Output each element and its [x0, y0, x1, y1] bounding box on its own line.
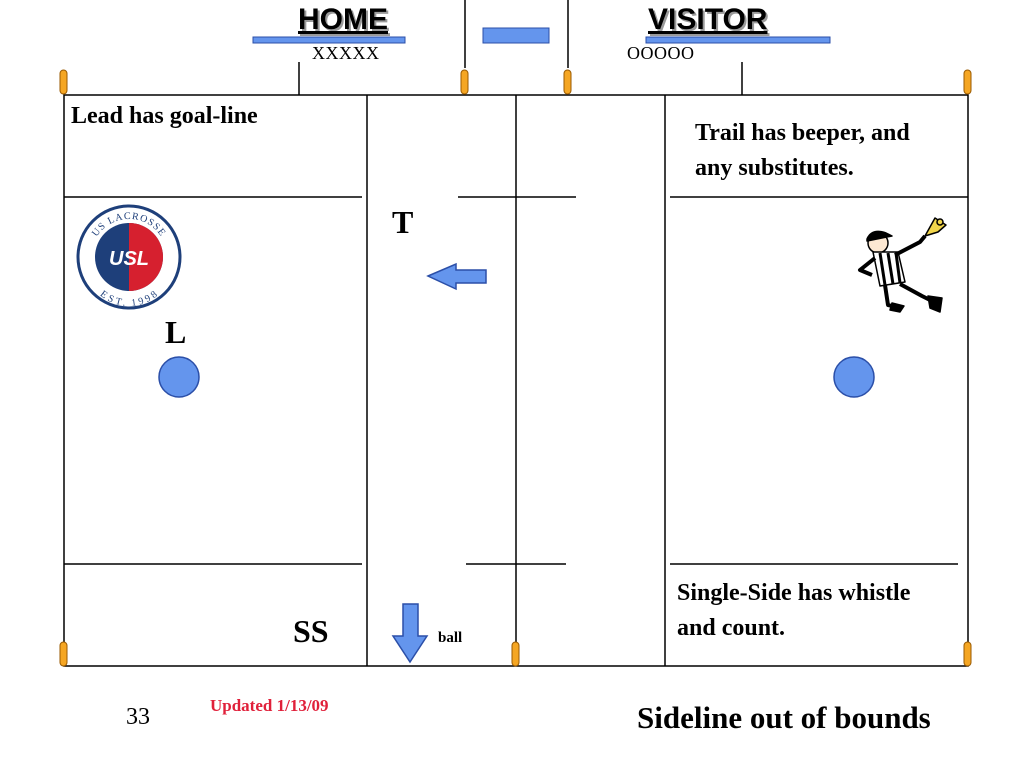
boundary-poles	[59, 69, 972, 667]
visitor-label: VISITOR	[648, 3, 768, 36]
lead-position-marker	[158, 356, 200, 398]
pole-bottom-mid	[511, 641, 520, 667]
home-label: HOME	[298, 3, 388, 36]
visitor-score: OOOOO	[627, 43, 695, 63]
home-score: XXXXX	[312, 43, 380, 63]
ball-label: ball	[438, 630, 463, 646]
trail-arrow-icon	[426, 262, 487, 291]
single-side-position-marker	[833, 356, 875, 398]
updated-date: Updated 1/13/09	[210, 696, 329, 715]
trail-note-line-1: Trail has beeper, and	[695, 120, 910, 146]
trail-note-line-2: any substitutes.	[695, 155, 854, 181]
referee-icon	[858, 217, 947, 313]
pole-bottom-right	[963, 641, 972, 667]
pole-top-left	[59, 69, 68, 95]
trail-note: Trail has beeper, and any substitutes.	[695, 116, 910, 186]
pole-bottom-left	[59, 641, 68, 667]
trail-official-label: T	[392, 204, 414, 240]
slide-number: 33	[126, 704, 150, 730]
svg-text:USL: USL	[109, 248, 149, 270]
pole-top-mid-left	[460, 69, 469, 95]
lead-note: Lead has goal-line	[71, 103, 258, 129]
lead-official-label: L	[165, 314, 187, 350]
single-side-note: Single-Side has whistle and count.	[677, 576, 910, 646]
ball-arrow-icon	[391, 603, 429, 664]
slide-title: Sideline out of bounds	[637, 700, 931, 735]
single-side-note-line-2: and count.	[677, 615, 786, 641]
single-side-official-label: SS	[293, 613, 329, 649]
home-bar	[252, 36, 406, 44]
pole-top-right	[963, 69, 972, 95]
single-side-note-line-1: Single-Side has whistle	[677, 580, 911, 606]
us-lacrosse-logo: US LACROSSE EST. 1998 USL	[76, 204, 182, 310]
visitor-bar	[645, 36, 831, 44]
center-bar	[482, 27, 550, 44]
pole-top-mid-right	[563, 69, 572, 95]
